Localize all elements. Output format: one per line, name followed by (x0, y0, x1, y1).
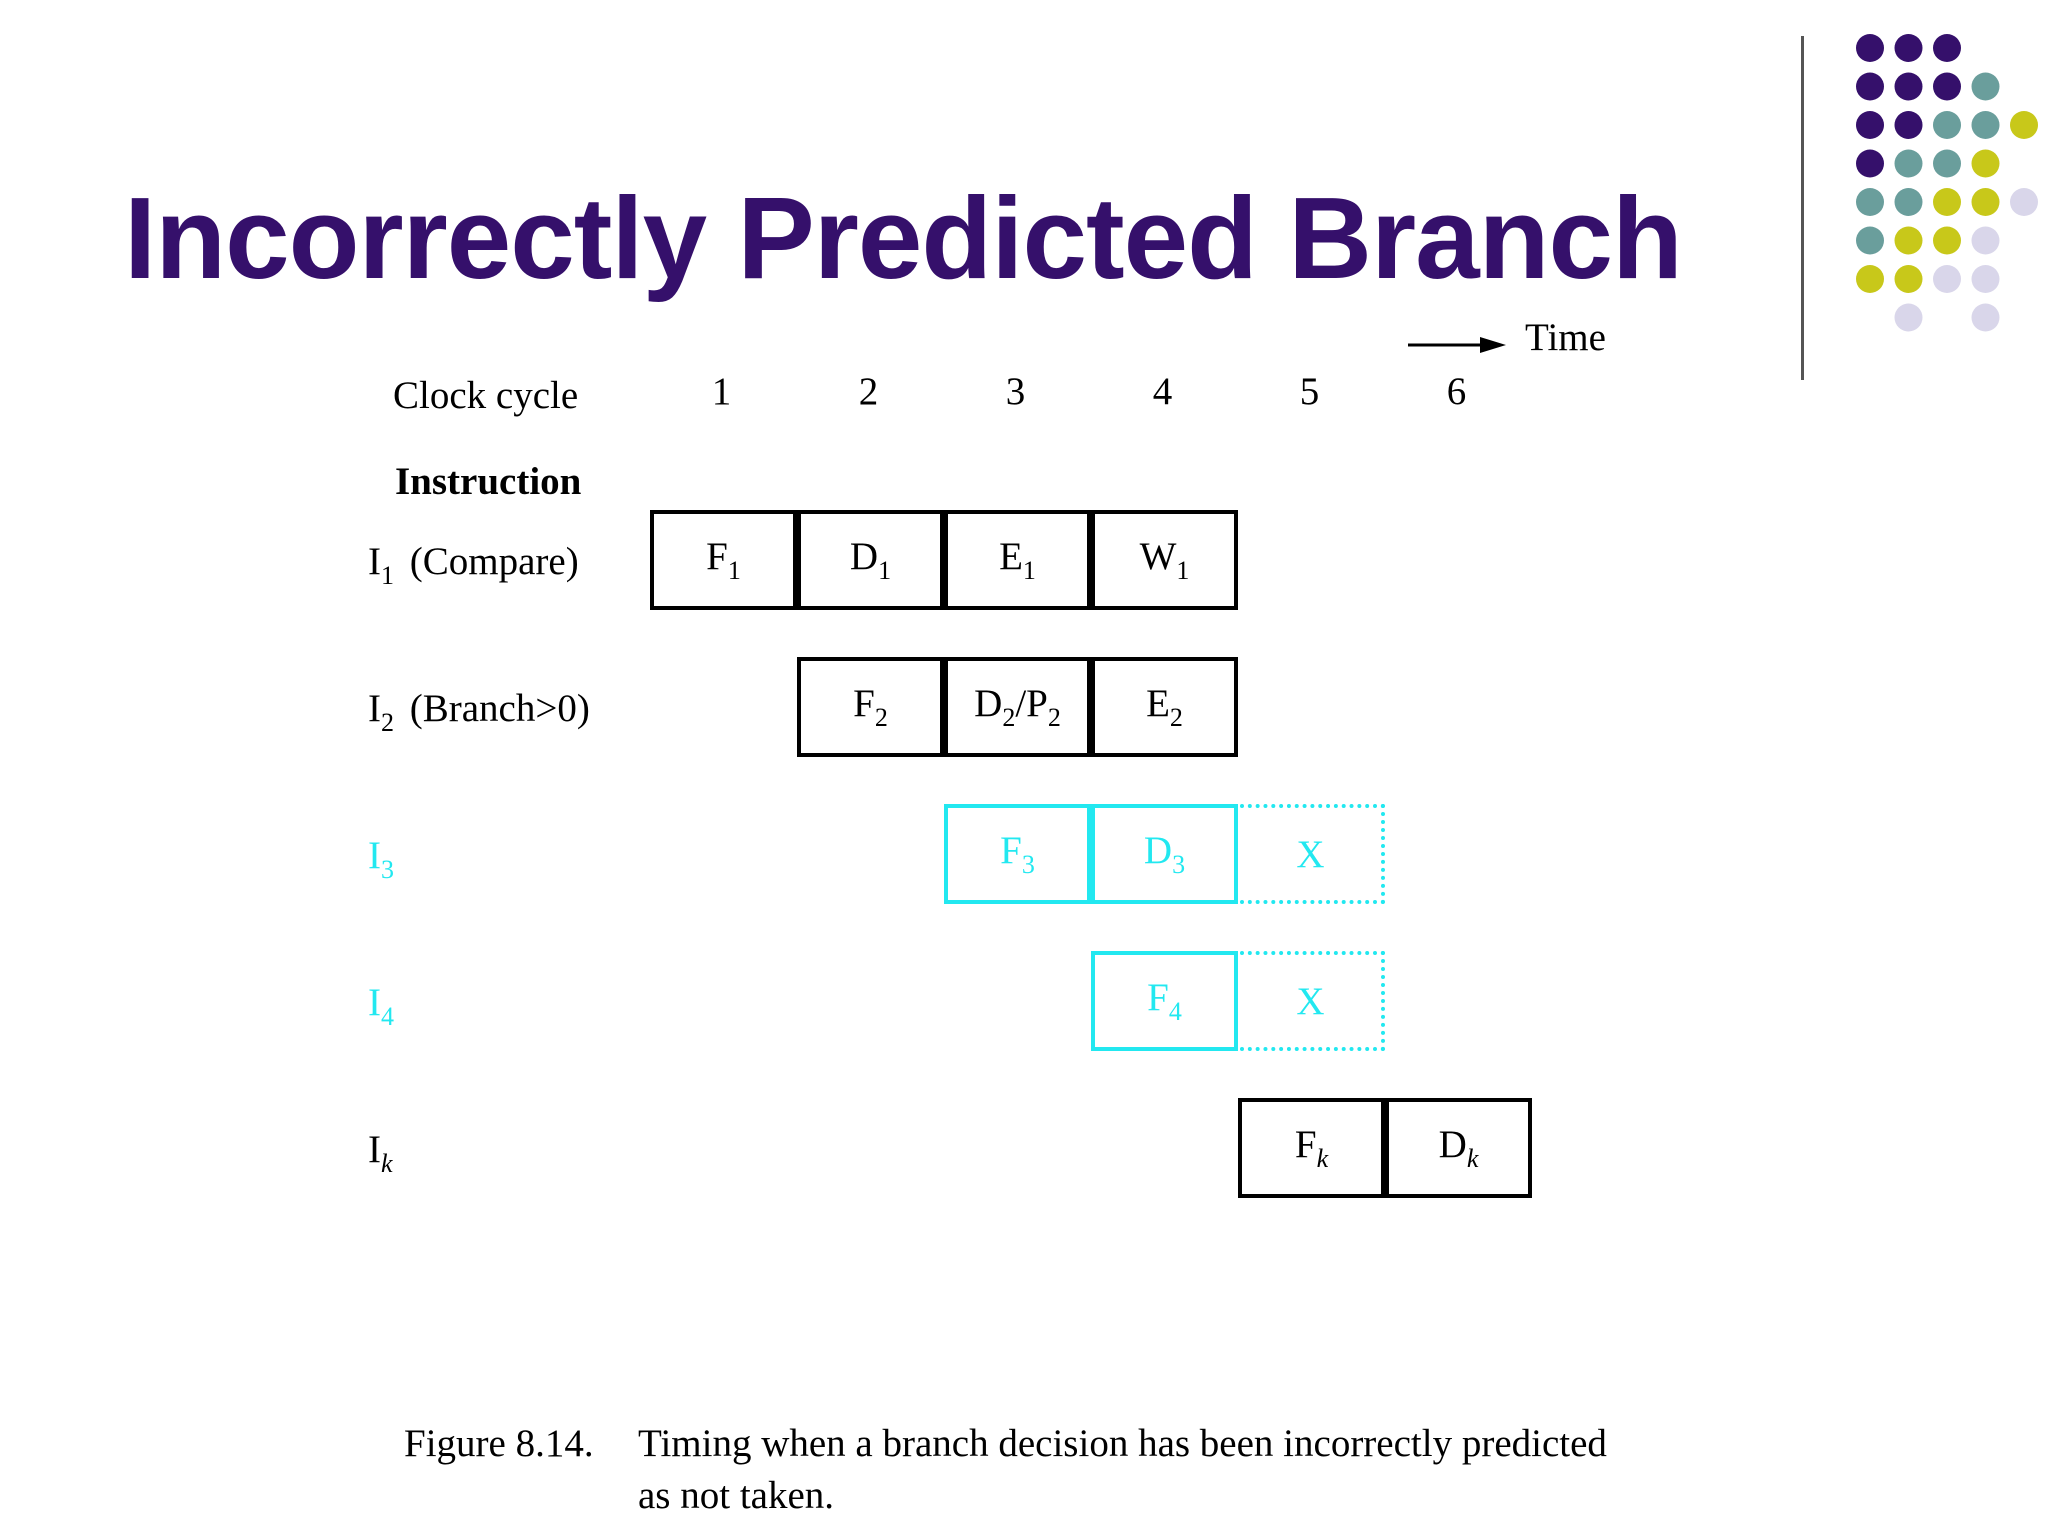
instruction-header: Instruction (395, 460, 582, 503)
decor-dot (1933, 72, 1961, 101)
figure-caption: Figure 8.14. Timing when a branch decisio… (404, 1418, 1607, 1522)
pipeline-stage-cell: E1 (944, 510, 1091, 610)
decor-dot (1933, 34, 1961, 62)
pipeline-stage-cell: X (1240, 804, 1385, 904)
decor-dot (1856, 149, 1884, 178)
decor-dot (1894, 111, 1923, 139)
pipeline-stage-cell: Dk (1385, 1098, 1532, 1198)
pipeline-stage-cell: X (1240, 951, 1385, 1051)
pipeline-stage-cell: F4 (1091, 951, 1238, 1051)
decor-dot (1971, 72, 2000, 101)
decor-dot (2010, 111, 2038, 139)
decor-dot (1894, 149, 1923, 178)
decor-dot (1856, 226, 1884, 255)
decor-dot (1971, 149, 2000, 178)
instruction-row-label: I3 (368, 834, 394, 884)
cycle-number: 1 (711, 370, 732, 413)
decor-dot (1933, 188, 1961, 216)
decorative-dot-grid (1856, 34, 2038, 332)
decor-dot (1894, 226, 1923, 255)
pipeline-stage-cell: D1 (797, 510, 944, 610)
decor-dot (1894, 265, 1923, 293)
caption-line-2: as not taken. (638, 1474, 835, 1517)
decor-dot (1933, 265, 1961, 293)
decor-dot (1933, 111, 1961, 139)
pipeline-stage-cell: F1 (650, 510, 797, 610)
clock-cycle-label: Clock cycle (393, 374, 579, 417)
cycle-number: 2 (858, 370, 879, 413)
decor-dot (1971, 265, 2000, 293)
decor-dot (1856, 265, 1884, 293)
decor-dot (1971, 111, 2000, 139)
decor-dot (1856, 34, 1884, 62)
decor-dot (1933, 149, 1961, 178)
cycle-number: 6 (1446, 370, 1467, 413)
decor-dot (1894, 303, 1923, 332)
decor-dot (1971, 188, 2000, 216)
caption-line-1: Timing when a branch decision has been i… (638, 1422, 1607, 1465)
cycle-number: 5 (1299, 370, 1320, 413)
cycle-number: 3 (1005, 370, 1026, 413)
pipeline-stage-cell: E2 (1091, 657, 1238, 757)
pipeline-stage-cell: F3 (944, 804, 1091, 904)
decor-dot (1971, 226, 2000, 255)
decor-dot (1856, 72, 1884, 101)
decor-dot (1894, 188, 1923, 216)
decor-dot (1933, 226, 1961, 255)
decor-dot (1971, 303, 2000, 332)
instruction-row-label: I2 (Branch>0) (368, 687, 590, 737)
pipeline-stage-cell: Fk (1238, 1098, 1385, 1198)
pipeline-stage-cell: F2 (797, 657, 944, 757)
decor-dot (2010, 188, 2038, 216)
time-label: Time (1525, 316, 1606, 359)
time-arrow-icon (1408, 337, 1506, 353)
decor-dot (1894, 72, 1923, 101)
decor-dot (1856, 111, 1884, 139)
slide-title: Incorrectly Predicted Branch (124, 173, 1683, 303)
decor-dot (1894, 34, 1923, 62)
instruction-row-label: Ik (368, 1128, 393, 1178)
pipeline-stage-cell: D3 (1091, 804, 1238, 904)
title-divider-line (1801, 36, 1804, 380)
cycle-number: 4 (1152, 370, 1173, 413)
caption-figure-number: Figure 8.14. (404, 1422, 594, 1465)
pipeline-stage-cell: D2/P2 (944, 657, 1091, 757)
instruction-row-label: I4 (368, 981, 394, 1031)
pipeline-stage-cell: W1 (1091, 510, 1238, 610)
decor-dot (1856, 188, 1884, 216)
instruction-row-label: I1 (Compare) (368, 540, 579, 590)
